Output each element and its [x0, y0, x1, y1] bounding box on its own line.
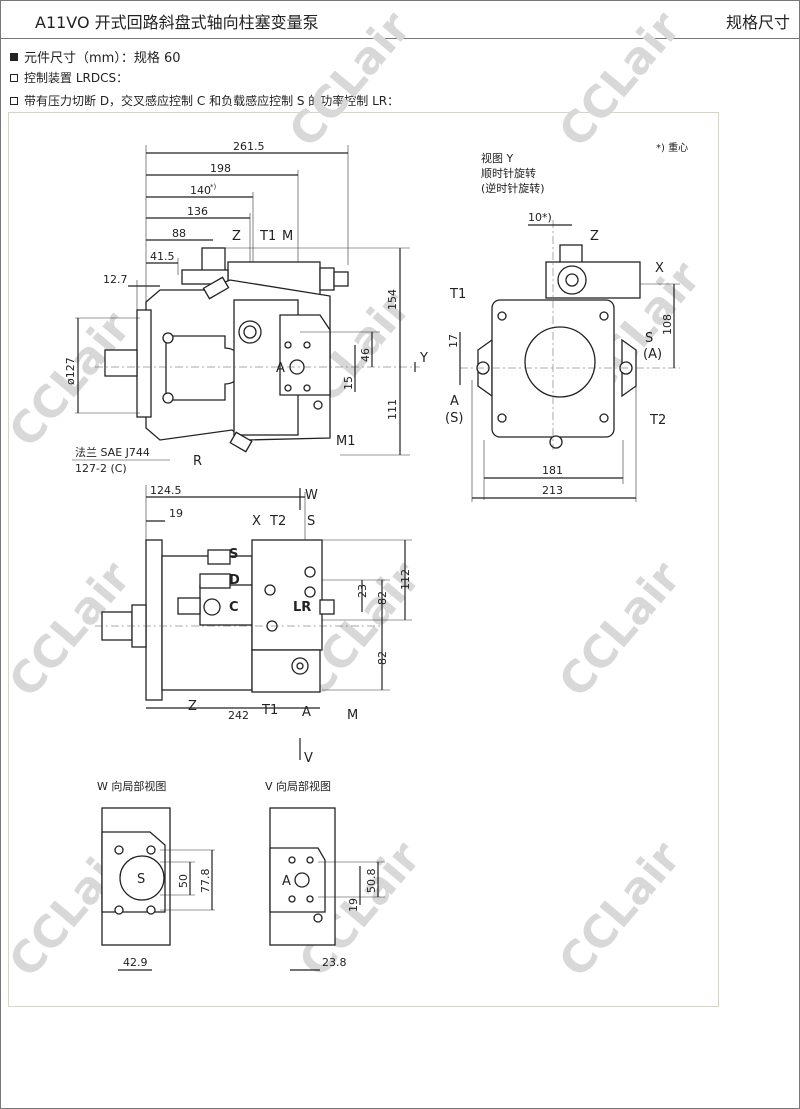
square-icon [10, 96, 18, 105]
bullet-text: 控制装置 LRDCS： [24, 71, 129, 85]
drawing-label: A [302, 705, 311, 720]
dim-198: 198 [210, 162, 231, 175]
drawing-label: (S) [445, 411, 463, 426]
drawing-label: T1 [261, 703, 278, 718]
drawing-label: T1 [259, 229, 276, 244]
drawing-label: S [307, 514, 315, 529]
v-view: V 向局部视图 50.8 19 23.8 A [265, 779, 385, 971]
bullet-size: 元件尺寸（mm）：规格 60 [10, 47, 181, 66]
drawing-label: 法兰 SAE J744 [75, 445, 150, 459]
footnote: *) 重心 [656, 141, 688, 154]
drawing-label: R [193, 454, 202, 469]
drawing-label: M [347, 708, 358, 723]
page-header: A11VO 开式回路斜盘式轴向柱塞变量泵 规格尺寸 [0, 0, 800, 39]
dim-154: 154 [386, 289, 399, 310]
dim-88: 88 [172, 227, 186, 240]
page-title: A11VO 开式回路斜盘式轴向柱塞变量泵 [35, 13, 319, 32]
dim-19: 19 [169, 507, 183, 520]
dim-136: 136 [187, 205, 208, 218]
drawing-label: CCLair [279, 2, 421, 157]
drawing-label: CCLair [549, 2, 691, 157]
dim-17: 17 [447, 334, 460, 348]
drawing-label: Z [590, 229, 599, 244]
dim-261-5: 261.5 [233, 140, 265, 153]
bullet-description: 带有压力切断 D，交叉感应控制 C 和负载感应控制 S 的功率控制 LR： [10, 92, 399, 109]
dim-111: 111 [386, 399, 399, 420]
dim-50-8: 50.8 [365, 869, 378, 894]
drawing-label: Z [232, 229, 241, 244]
drawing-label: V 向局部视图 [265, 779, 331, 793]
dim-42-9: 42.9 [123, 956, 148, 969]
filled-square-icon [10, 52, 18, 61]
drawing-label: C [229, 600, 239, 615]
drawing-label: CCLair [549, 832, 691, 987]
dim-140: 140 [190, 184, 211, 197]
side-view: 261.5 198 140*) 136 88 41.5 12.7 154 46 … [64, 140, 428, 475]
drawing-label: A [450, 394, 459, 409]
dim-50: 50 [177, 874, 190, 888]
drawing-label: (A) [643, 347, 662, 362]
dim-82-lower: 82 [376, 651, 389, 665]
dim-41-5: 41.5 [150, 250, 175, 263]
view-y: 视图 Y 顺时针旋转 (逆时针旋转) *) 重心 10*) 108 17 181… [445, 141, 688, 502]
drawing-label: S [229, 547, 238, 562]
dim-242: 242 [228, 709, 249, 722]
w-view: W 向局部视图 50 77.8 42.9 S [97, 779, 215, 971]
dim-23-8: 23.8 [322, 956, 347, 969]
drawing-label: X [655, 261, 664, 276]
bullet-text: 带有压力切断 D，交叉感应控制 C 和负载感应控制 S 的功率控制 LR： [24, 94, 400, 108]
dim-181: 181 [542, 464, 563, 477]
dim-82-upper: 82 [376, 591, 389, 605]
drawing-label: T2 [269, 514, 286, 529]
drawing-label: A [282, 874, 291, 889]
drawing-label: T1 [449, 287, 466, 302]
drawing-label: 顺时针旋转 [481, 166, 536, 180]
drawing-label: X [252, 514, 261, 529]
dim-127: ø127 [64, 357, 77, 385]
drawing-area [8, 112, 719, 1007]
drawing-label: V [304, 751, 313, 766]
dim-10: 10*) [528, 211, 552, 224]
drawing-label: W 向局部视图 [97, 779, 166, 793]
drawing-label: 视图 Y [481, 151, 513, 165]
drawing-label: Y [419, 351, 428, 366]
bullet-text: 元件尺寸（mm）：规格 60 [24, 51, 181, 66]
drawing-label: M [282, 229, 293, 244]
dim-19: 19 [347, 898, 360, 912]
dim-12-7: 12.7 [103, 273, 128, 286]
drawing-label: CCLair [549, 552, 691, 707]
square-icon [10, 73, 18, 82]
drawing-label: W [305, 488, 318, 503]
drawing-label: 127-2 (C) [75, 462, 127, 475]
drawing-label: (逆时针旋转) [481, 181, 545, 195]
drawing-label: S [645, 331, 653, 346]
dim-15: 15 [342, 376, 355, 390]
drawing-label: S [137, 872, 145, 887]
section-label: 规格尺寸 [725, 13, 790, 32]
bullet-control: 控制装置 LRDCS： [10, 69, 128, 86]
drawing-label: M1 [336, 434, 356, 449]
drawing-label: *) [210, 183, 217, 191]
drawing-label: A [276, 361, 285, 376]
dim-124-5: 124.5 [150, 484, 182, 497]
dim-213: 213 [542, 484, 563, 497]
dim-46: 46 [359, 348, 372, 362]
dim-77-8: 77.8 [199, 869, 212, 894]
drawing-label: LR [293, 600, 311, 615]
drawing-label: T2 [649, 413, 666, 428]
drawing-label: D [229, 573, 240, 588]
dim-112: 112 [399, 569, 412, 590]
top-view: 124.5 19 242 112 82 23 82 W X T2 S S D C… [95, 484, 412, 766]
dim-108: 108 [661, 314, 674, 335]
dim-23: 23 [356, 584, 369, 598]
drawing-label: Z [188, 699, 197, 714]
